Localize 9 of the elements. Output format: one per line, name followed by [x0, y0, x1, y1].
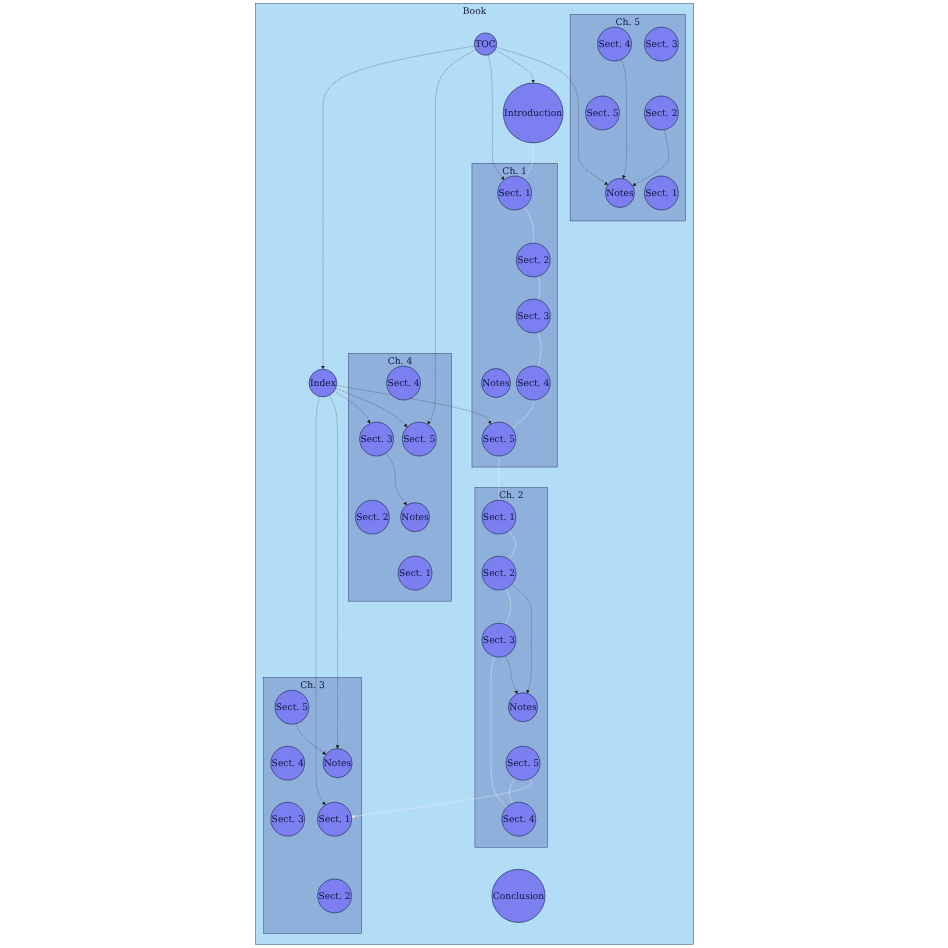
connector	[490, 656, 507, 808]
connector	[537, 276, 540, 300]
connector	[511, 399, 533, 429]
connector	[504, 588, 511, 625]
connector	[508, 530, 516, 560]
connector	[523, 142, 533, 180]
connector	[523, 206, 533, 244]
connector	[508, 777, 515, 804]
connector	[537, 332, 541, 367]
